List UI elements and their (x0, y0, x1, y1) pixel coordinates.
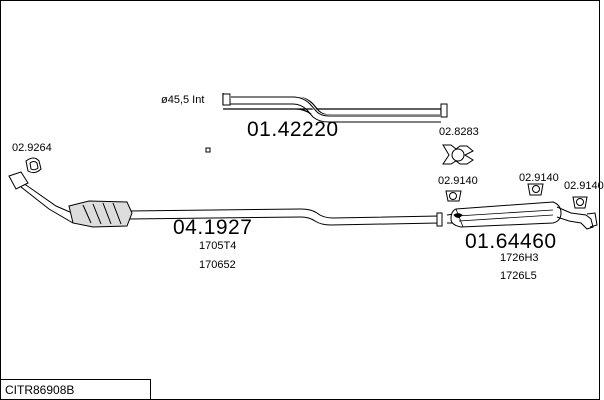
rear-silencer-ref-2: 1726L5 (500, 270, 537, 282)
rubber-mount-2-shape (527, 183, 544, 196)
rubber-mount-3-number: 02.9140 (564, 180, 604, 192)
front-pipe-ref-2: 170652 (199, 259, 236, 271)
center-pipe-number: 01.42220 (247, 118, 339, 141)
rubber-mount-2-number: 02.9140 (519, 172, 559, 184)
rubber-mount-1-shape (445, 190, 462, 202)
rear-silencer-ref-1: 1726H3 (500, 252, 539, 264)
front-pipe-ref-1: 1705T4 (199, 240, 237, 252)
rear-silencer-number: 01.64460 (465, 230, 557, 253)
rubber-mount-1-number: 02.9140 (438, 175, 478, 187)
pipe-diameter-label: ø45,5 Int (161, 94, 205, 106)
gasket-shape (25, 157, 42, 174)
diagram-code: CITR86908B (1, 379, 151, 399)
bracket-number: 02.8283 (439, 126, 479, 138)
front-pipe-number: 04.1927 (173, 216, 253, 239)
gasket-number: 02.9264 (12, 142, 52, 154)
rubber-mount-3-shape (572, 196, 588, 209)
front-pipe (12, 178, 440, 226)
